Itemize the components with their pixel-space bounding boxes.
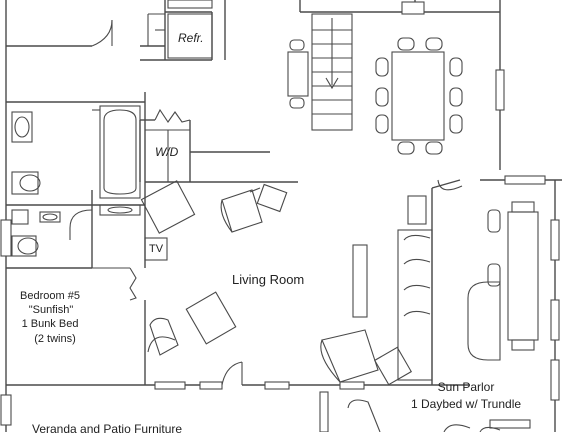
laundry — [145, 129, 190, 182]
sun-parlor-furniture — [347, 201, 539, 432]
bedroom-nickname-label: "Sunfish" — [28, 304, 74, 316]
sun-parlor-bed-label: 1 Daybed w/ Trundle — [410, 397, 522, 411]
walls — [5, 0, 562, 432]
dining-set — [287, 37, 463, 155]
bedroom-detail-label: (2 twins) — [34, 333, 76, 345]
refrigerator-label: Refr. — [178, 31, 204, 45]
sun-parlor-name-label: Sun Parlor — [437, 380, 495, 394]
living-room-label: Living Room — [232, 272, 305, 287]
kitchen-fixtures — [147, 0, 213, 59]
washer-dryer-label: W/D — [155, 145, 179, 159]
bathroom-fixtures — [11, 105, 141, 257]
bedroom-bed-label: 1 Bunk Bed — [21, 318, 79, 330]
stairs — [311, 13, 353, 131]
living-room-furniture — [140, 180, 433, 386]
veranda-label: Veranda and Patio Furniture — [32, 422, 183, 436]
bedroom-name-label: Bedroom #5 — [20, 290, 80, 302]
tv-label: TV — [149, 243, 164, 255]
